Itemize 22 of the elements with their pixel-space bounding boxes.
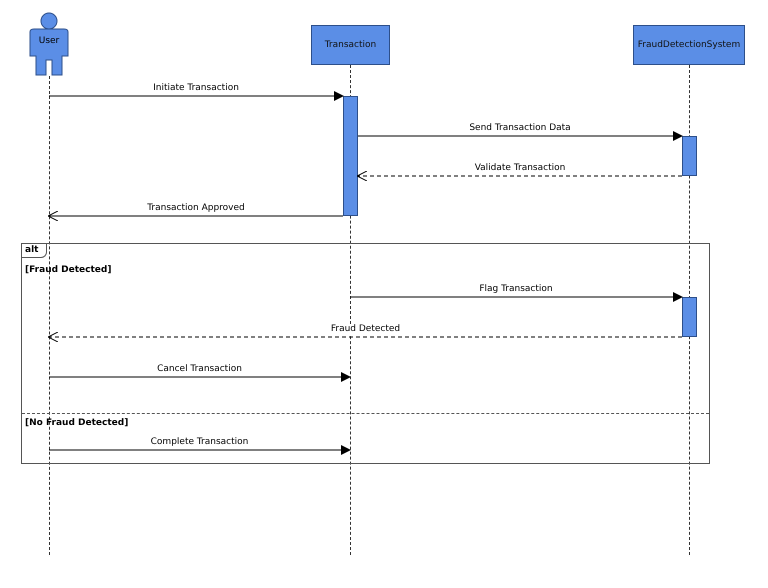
message-arrow [358,131,683,141]
activation-bar [682,136,697,176]
message-arrow [356,170,682,182]
message-label: Transaction Approved [145,203,247,214]
activation-bar [343,96,358,216]
message-arrow [48,372,351,382]
message-label: Flag Transaction [477,284,555,295]
fragment-operator: alt [22,244,48,258]
activation-bar [682,297,697,337]
message-arrow [48,445,351,455]
lifeline [49,76,50,555]
message-arrow [48,91,344,101]
guard-condition: [Fraud Detected] [25,265,112,276]
lifeline-header: FraudDetectionSystem [633,25,745,65]
message-arrow [48,210,344,222]
message-arrow [48,332,682,342]
message-label: Fraud Detected [328,324,402,335]
actor-label: User [38,36,60,47]
lifeline-header: Transaction [311,25,390,65]
message-label: Complete Transaction [148,437,250,448]
guard-condition: [No Fraud Detected] [25,418,128,429]
message-arrow [350,292,683,302]
